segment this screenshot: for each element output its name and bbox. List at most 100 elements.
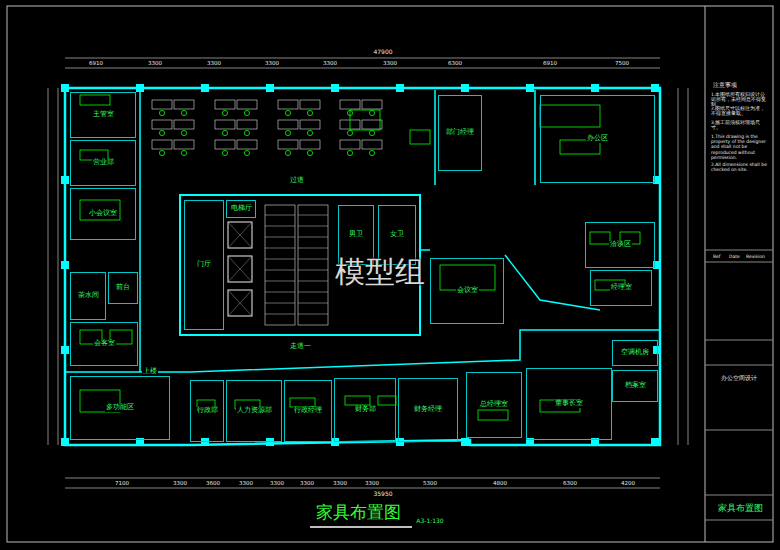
stair-treads bbox=[265, 215, 328, 314]
room-box: 行政部 bbox=[190, 380, 224, 442]
stair-tread bbox=[298, 237, 328, 238]
office-chair bbox=[347, 130, 352, 135]
dimension: 3300 bbox=[206, 60, 222, 66]
column bbox=[653, 346, 661, 354]
room-label: 董事长室 bbox=[554, 400, 584, 408]
stair-tread bbox=[265, 303, 295, 304]
column bbox=[331, 84, 339, 92]
office-chair bbox=[347, 150, 352, 155]
watermark: 模型组 bbox=[334, 255, 426, 290]
room-label: 前台 bbox=[115, 284, 131, 292]
exterior-wall bbox=[65, 88, 660, 445]
sheet-title: 家具布置图 bbox=[717, 503, 764, 513]
project-name: 办公空间设计 bbox=[720, 375, 758, 382]
elevator-cross bbox=[228, 222, 252, 248]
title-block-line bbox=[705, 262, 773, 263]
room-label: 男卫 bbox=[348, 231, 364, 239]
room-label: 会客室 bbox=[93, 340, 116, 348]
office-chair bbox=[307, 150, 312, 155]
stair-tread bbox=[298, 215, 328, 216]
column bbox=[61, 84, 69, 92]
office-chair bbox=[159, 110, 164, 115]
dimension: 7500 bbox=[614, 60, 630, 66]
room-label: 人力资源部 bbox=[236, 407, 273, 415]
table-cell: Revision bbox=[745, 254, 766, 259]
dimension: 47900 bbox=[372, 49, 393, 56]
stair-symbol bbox=[265, 205, 328, 325]
stair-tread bbox=[265, 314, 295, 315]
workstation-desk bbox=[237, 140, 257, 149]
dimension: 6910 bbox=[88, 60, 104, 66]
stair-tread bbox=[298, 292, 328, 293]
furniture-piece bbox=[345, 396, 370, 405]
stair-tread bbox=[298, 259, 328, 260]
stair-tread bbox=[298, 226, 328, 227]
office-chair bbox=[159, 150, 164, 155]
area-label: 走道一 bbox=[289, 342, 312, 350]
column bbox=[201, 84, 209, 92]
workstation-desk bbox=[215, 140, 235, 149]
dimension: 3300 bbox=[264, 60, 280, 66]
workstation-desk bbox=[237, 120, 257, 129]
title-block-line bbox=[705, 430, 773, 431]
column bbox=[461, 438, 469, 446]
office-chair bbox=[181, 110, 186, 115]
workstation-desk bbox=[152, 140, 172, 149]
title-block-line bbox=[705, 495, 773, 496]
room-box: 人力资源部 bbox=[226, 380, 282, 442]
dimension: 3300 bbox=[172, 480, 188, 486]
room-label: 茶水间 bbox=[77, 292, 100, 300]
dimension: 3300 bbox=[364, 480, 380, 486]
workstation-desk bbox=[152, 100, 172, 109]
room-box: 经理室 bbox=[590, 270, 652, 306]
room-box: 档案室 bbox=[612, 370, 658, 402]
column bbox=[591, 84, 599, 92]
furniture-piece bbox=[590, 232, 610, 244]
dimension: 6300 bbox=[562, 480, 578, 486]
room-box: 办公区 bbox=[540, 95, 655, 183]
column bbox=[61, 438, 69, 446]
office-chair bbox=[307, 130, 312, 135]
stair-tread bbox=[265, 270, 295, 271]
column bbox=[396, 84, 404, 92]
column bbox=[136, 84, 144, 92]
column bbox=[651, 438, 659, 446]
furniture-piece bbox=[410, 130, 430, 144]
workstation-desk bbox=[300, 140, 320, 149]
office-chair bbox=[307, 110, 312, 115]
partition-wall bbox=[420, 250, 600, 310]
elevator-symbol bbox=[228, 256, 252, 282]
stair-tread bbox=[265, 259, 295, 260]
furniture-piece bbox=[80, 200, 120, 220]
partition-wall bbox=[140, 90, 535, 372]
furniture-piece bbox=[540, 105, 600, 127]
elevator-symbol bbox=[228, 290, 252, 316]
room-label: 档案室 bbox=[624, 382, 647, 390]
room-box: 会客室 bbox=[70, 322, 138, 366]
room-label: 行政经理 bbox=[293, 407, 323, 415]
stair-tread bbox=[265, 226, 295, 227]
room-label: 营业部 bbox=[92, 159, 115, 167]
room-box: 洽谈区 bbox=[585, 222, 655, 268]
title-block-line bbox=[705, 520, 773, 521]
dimension: 3300 bbox=[299, 480, 315, 486]
corridor-wall bbox=[65, 330, 660, 372]
stair-tread bbox=[265, 292, 295, 293]
room-box: 营业部 bbox=[70, 140, 136, 186]
area-label: 上楼 bbox=[142, 367, 158, 375]
workstation-desk bbox=[174, 140, 194, 149]
column bbox=[526, 84, 534, 92]
room-box: 主管室 bbox=[70, 92, 136, 138]
room-label: 办公区 bbox=[586, 135, 609, 143]
office-chair bbox=[369, 110, 374, 115]
workstation-desk bbox=[340, 140, 360, 149]
stair-tread bbox=[298, 248, 328, 249]
room-box: 总经理室 bbox=[466, 372, 522, 438]
office-chair bbox=[285, 150, 290, 155]
elevator-cross bbox=[228, 256, 252, 282]
column bbox=[461, 84, 469, 92]
office-chair bbox=[222, 110, 227, 115]
column bbox=[266, 84, 274, 92]
room-box: 茶水间 bbox=[70, 272, 106, 320]
